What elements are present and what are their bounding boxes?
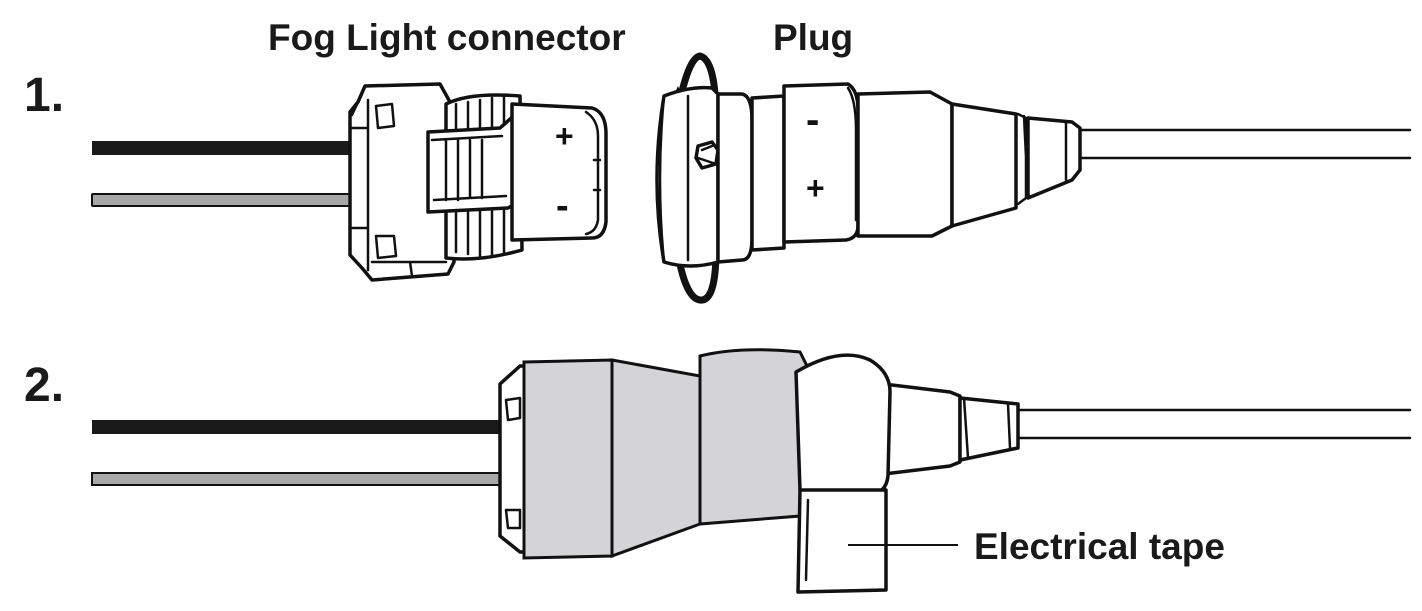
gray-wire-2 [91, 472, 503, 486]
step-2-number: 2. [24, 359, 64, 412]
connector-negative-symbol: - [556, 185, 569, 227]
step-1: 1. Fog Light connector Plug + [24, 17, 1412, 304]
plug-positive-symbol: + [806, 170, 825, 206]
plug-label: Plug [773, 17, 853, 58]
black-wire-2 [92, 420, 502, 434]
electrical-tape-label: Electrical tape [974, 526, 1225, 567]
connector-positive-symbol: + [555, 118, 574, 154]
step-2: 2. Electrical tape [24, 348, 1412, 594]
step-1-number: 1. [24, 69, 64, 122]
fog-light-connector: + - [348, 82, 608, 282]
plug-tail-2 [882, 382, 1412, 476]
plug-negative-symbol: - [806, 98, 819, 142]
plug: - + [655, 82, 1082, 268]
fog-light-connector-label: Fog Light connector [268, 17, 626, 58]
plug-cable-1 [1078, 128, 1412, 160]
black-wire-1 [92, 141, 354, 155]
gray-wire-1 [91, 193, 351, 207]
electrical-tape [522, 348, 892, 594]
